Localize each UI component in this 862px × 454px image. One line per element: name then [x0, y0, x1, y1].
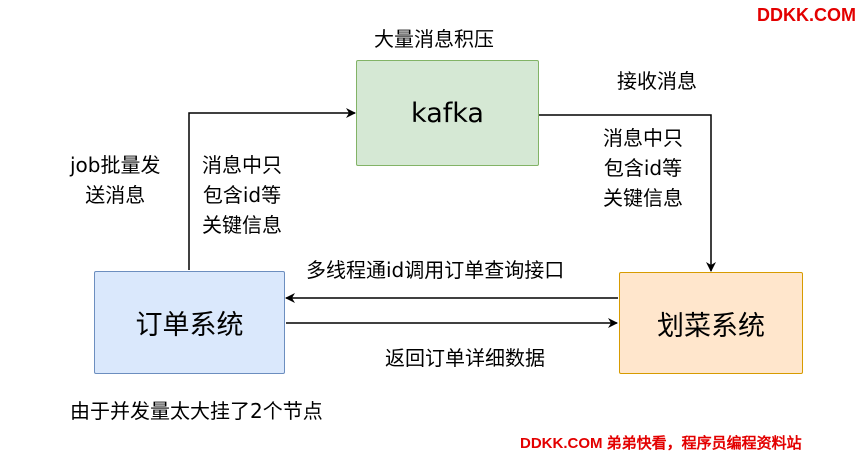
watermark-top: DDKK.COM — [757, 5, 856, 25]
order-system-node: 订单系统 — [94, 271, 285, 374]
watermark-bottom: DDKK.COM 弟弟快看，程序员编程资料站 — [520, 435, 802, 452]
right-note-line-3: 关键信息 — [603, 186, 683, 210]
dish-system-label: 划菜系统 — [657, 310, 765, 342]
left-note: 消息中只 包含id等 关键信息 — [202, 150, 282, 240]
receive-label: 接收消息 — [617, 69, 697, 93]
return-detail-label: 返回订单详细数据 — [385, 346, 545, 370]
kafka-node: kafka — [356, 60, 539, 166]
arrow-kafka-to-dish — [539, 114, 716, 272]
left-note-line-3: 关键信息 — [202, 213, 282, 237]
job-send-label: job批量发 送消息 — [70, 150, 161, 210]
multithread-label: 多线程通id调用订单查询接口 — [306, 258, 565, 282]
crash-note-label: 由于并发量太大挂了2个节点 — [70, 399, 323, 423]
backlog-label: 大量消息积压 — [374, 27, 494, 51]
left-note-line-2: 包含id等 — [202, 183, 282, 207]
left-note-line-1: 消息中只 — [202, 153, 282, 177]
right-note-line-1: 消息中只 — [603, 126, 683, 150]
job-send-line-2: 送消息 — [85, 183, 146, 207]
right-note-line-2: 包含id等 — [603, 156, 683, 180]
arrow-order-to-kafka — [188, 108, 356, 270]
order-system-label: 订单系统 — [135, 310, 244, 341]
right-note: 消息中只 包含id等 关键信息 — [603, 123, 683, 213]
kafka-node-label: kafka — [411, 97, 484, 129]
dish-system-node: 划菜系统 — [619, 272, 803, 374]
job-send-line-1: job批量发 — [70, 153, 161, 177]
